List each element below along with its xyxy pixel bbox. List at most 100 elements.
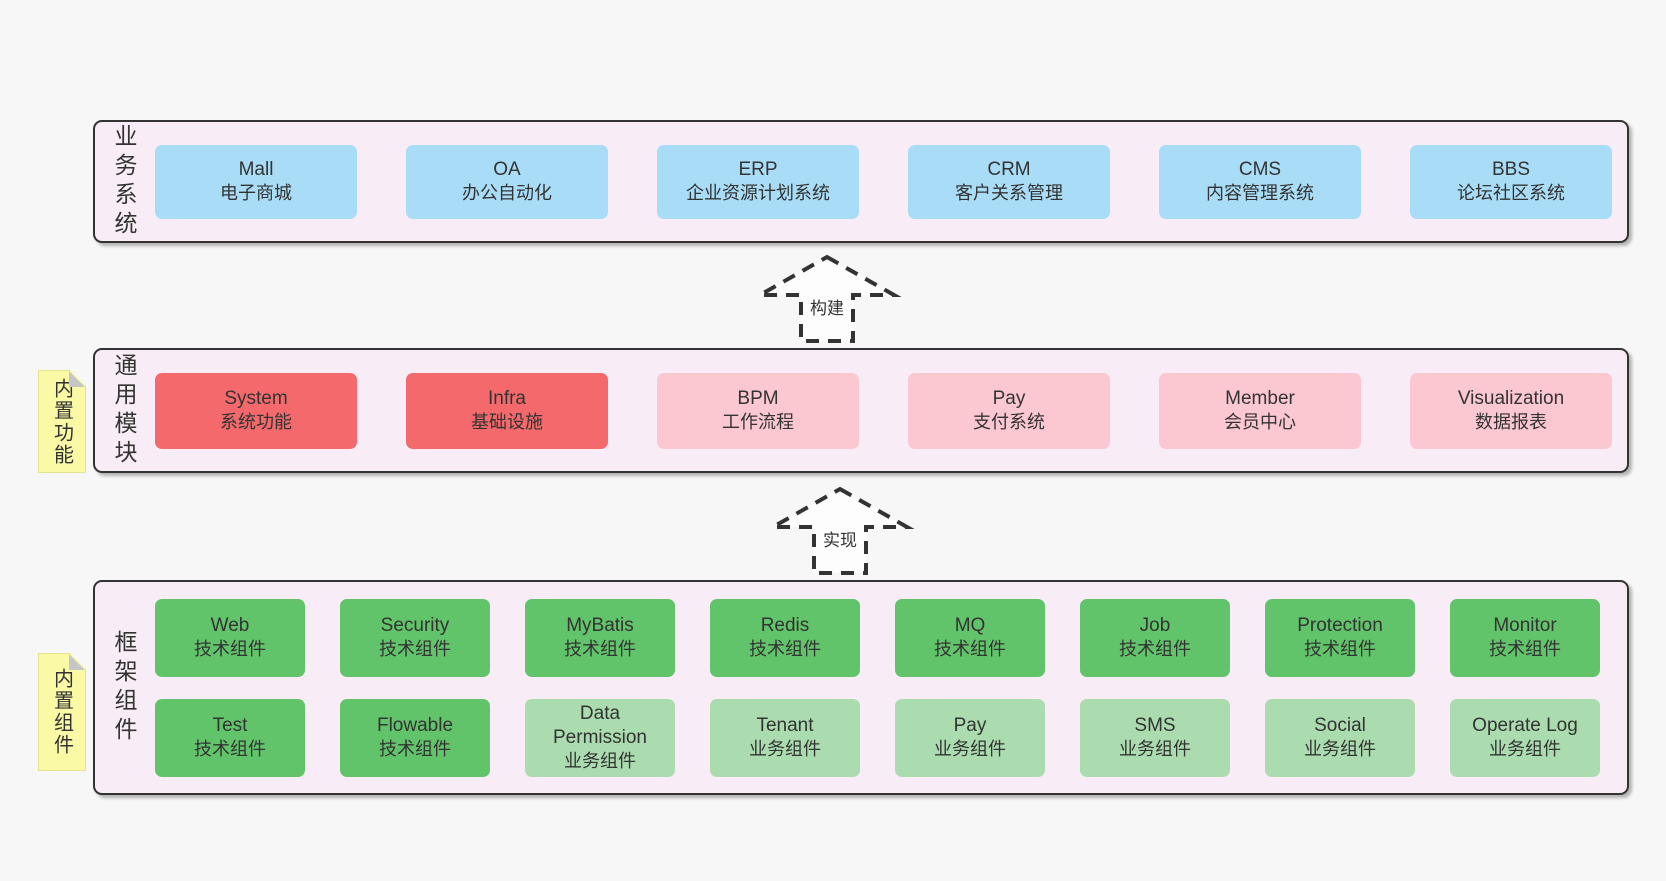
- box-title: ERP: [738, 158, 778, 180]
- box-subtitle: 业务组件: [564, 750, 636, 771]
- box-title: Job: [1139, 614, 1171, 636]
- box-title: SMS: [1134, 714, 1176, 736]
- box-title: Member: [1225, 387, 1295, 409]
- box-subtitle: 技术组件: [1119, 638, 1191, 659]
- box-subtitle: 业务组件: [749, 738, 821, 759]
- box-title: Mall: [238, 158, 274, 180]
- box-title: Redis: [760, 614, 810, 636]
- box-title: Data Permission: [553, 703, 647, 748]
- dashed-up-arrow-build: 构建: [752, 254, 902, 344]
- box-title: Protection: [1297, 614, 1383, 636]
- arrow-label: 实现: [820, 525, 860, 552]
- box-subtitle: 办公自动化: [462, 182, 552, 203]
- box-subtitle: 技术组件: [934, 638, 1006, 659]
- box-title: MyBatis: [566, 614, 634, 636]
- layer-label: 框架组件: [111, 629, 137, 746]
- box-subtitle: 论坛社区系统: [1457, 182, 1565, 203]
- box-title: Tenant: [756, 714, 814, 736]
- tag-label: 内置组件: [50, 668, 73, 756]
- box-subtitle: 技术组件: [1489, 638, 1561, 659]
- box-title: BBS: [1491, 158, 1531, 180]
- box-title: CMS: [1238, 158, 1282, 180]
- box-subtitle: 技术组件: [379, 638, 451, 659]
- box-subtitle: 数据报表: [1475, 411, 1547, 432]
- box-subtitle: 会员中心: [1224, 411, 1296, 432]
- layer-label: 业务系统: [111, 123, 137, 240]
- folded-corner-icon: [69, 371, 85, 387]
- box-subtitle: 技术组件: [564, 638, 636, 659]
- box-subtitle: 客户关系管理: [955, 182, 1063, 203]
- box-subtitle: 业务组件: [934, 738, 1006, 759]
- box-title: Flowable: [376, 714, 454, 736]
- box-subtitle: 业务组件: [1304, 738, 1376, 759]
- box-subtitle: 技术组件: [749, 638, 821, 659]
- box-title: Web: [210, 614, 250, 636]
- box-title: Pay: [992, 387, 1026, 409]
- box-subtitle: 系统功能: [220, 411, 292, 432]
- box-title: Security: [380, 614, 450, 636]
- box-subtitle: 技术组件: [194, 738, 266, 759]
- box-title: OA: [493, 158, 521, 180]
- box-title: Visualization: [1457, 387, 1565, 409]
- box-title: CRM: [987, 158, 1031, 180]
- box-title: BPM: [737, 387, 779, 409]
- box-subtitle: 支付系统: [973, 411, 1045, 432]
- box-subtitle: 电子商城: [220, 182, 292, 203]
- box-title: Pay: [953, 714, 987, 736]
- box-title: System: [224, 387, 288, 409]
- folded-corner-icon: [69, 654, 85, 670]
- tag-label: 内置功能: [50, 377, 73, 466]
- box-subtitle: 基础设施: [471, 411, 543, 432]
- box-subtitle: 企业资源计划系统: [686, 182, 830, 203]
- box-title: Infra: [487, 387, 527, 409]
- arrow-label: 构建: [807, 293, 847, 320]
- box-title: Test: [212, 714, 248, 736]
- box-subtitle: 业务组件: [1119, 738, 1191, 759]
- box-subtitle: 业务组件: [1489, 738, 1561, 759]
- sticky-tag-built-in-features: 内置功能: [38, 370, 86, 473]
- box-title: Social: [1314, 714, 1366, 736]
- box-subtitle: 技术组件: [194, 638, 266, 659]
- box-title: MQ: [954, 614, 986, 636]
- box-title: Monitor: [1493, 614, 1557, 636]
- box-subtitle: 工作流程: [722, 411, 794, 432]
- dashed-up-arrow-implement: 实现: [765, 486, 915, 576]
- sticky-tag-built-in-components: 内置组件: [38, 653, 86, 771]
